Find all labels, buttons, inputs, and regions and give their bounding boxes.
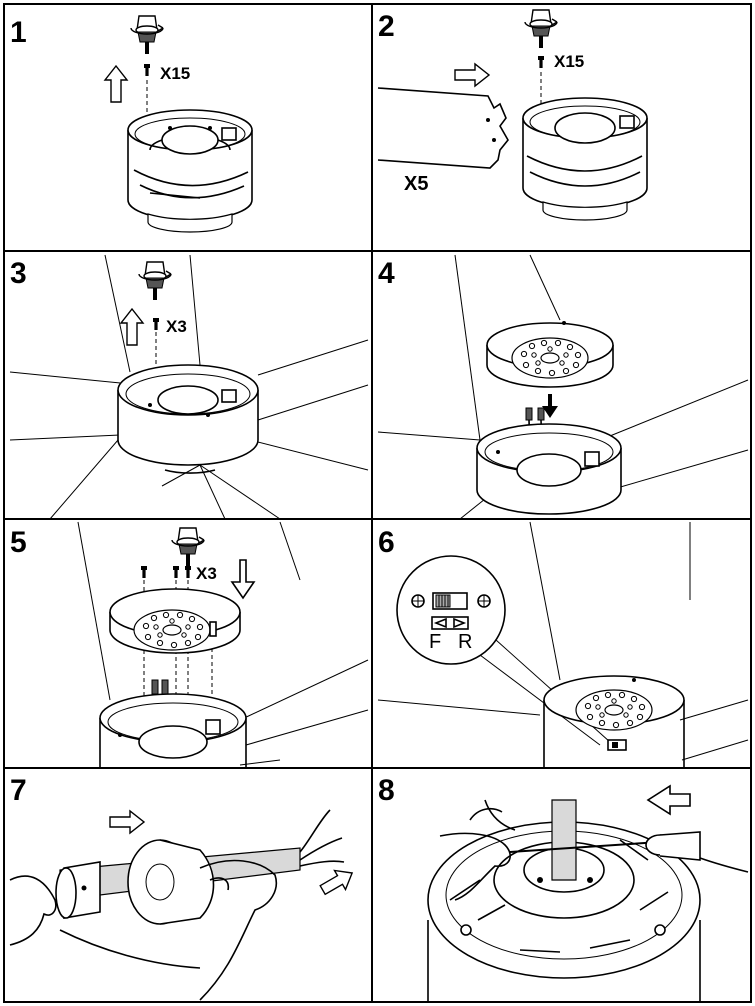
motor-housing: [99, 693, 247, 768]
forward-label: F: [429, 631, 441, 653]
screw-quantity-label: X15: [160, 64, 190, 83]
screwdriver-icon: [171, 527, 205, 567]
step-3-number: 3: [10, 257, 27, 290]
screw-icon: [141, 566, 147, 578]
step-8-panel: 8: [378, 774, 749, 1002]
step-2-panel: 2 X15 X5: [377, 9, 648, 221]
hand-icon: [9, 859, 277, 1001]
step-7-panel: 7: [9, 774, 359, 1001]
reverse-label: R: [458, 631, 472, 653]
screw-head-icon: [411, 594, 425, 608]
up-arrow-icon: [104, 65, 128, 103]
step-1-panel: 1 X15: [10, 15, 253, 233]
step-1-number: 1: [10, 16, 27, 49]
screw-icon: [538, 56, 544, 68]
screwdriver-icon: [524, 9, 558, 49]
right-arrow-icon: [109, 810, 145, 834]
step-2-number: 2: [378, 10, 395, 43]
motor-housing: [522, 97, 648, 221]
ball-mount: [55, 861, 101, 919]
wire-bundle: [299, 809, 345, 867]
motor-housing: [127, 109, 253, 233]
pin-tool: [509, 831, 701, 861]
downrod: [551, 799, 577, 881]
step-5-panel: 5 X3: [10, 521, 369, 768]
screw-icon: [153, 318, 159, 330]
fan-blade: [377, 87, 509, 169]
screw-quantity-label: X3: [166, 317, 187, 336]
screwdriver-icon: [130, 15, 164, 55]
switch-cover: [486, 321, 614, 388]
step-5-number: 5: [10, 526, 27, 559]
screw-icon: [185, 566, 191, 578]
switch-cover: [109, 588, 241, 654]
step-8-number: 8: [378, 774, 395, 807]
screwdriver-icon: [138, 261, 172, 301]
fan-blades: [377, 521, 749, 761]
step-6-number: 6: [378, 526, 395, 559]
screw-icon: [144, 64, 150, 76]
fan-blades: [9, 254, 369, 520]
step-7-number: 7: [10, 774, 27, 807]
screw-quantity-label: X15: [554, 52, 584, 71]
step-4-number: 4: [378, 257, 395, 290]
screw-icon: [173, 566, 179, 578]
step-6-panel: 6: [377, 521, 749, 768]
right-arrow-icon: [316, 862, 359, 901]
fan-blades: [377, 254, 749, 520]
canopy: [127, 839, 215, 925]
direction-arrows-icon: [431, 616, 469, 630]
panel-grid: [3, 3, 752, 1003]
down-arrow-icon: [230, 559, 256, 600]
reverse-switch-icon: [432, 592, 468, 610]
left-arrow-icon: [646, 784, 691, 816]
motor-housing: [543, 675, 685, 768]
step-3-panel: 3 X3: [9, 254, 369, 520]
down-arrow-icon: [542, 394, 558, 418]
blade-quantity-label: X5: [404, 173, 428, 195]
motor-housing: [117, 364, 259, 474]
fan-blades: [77, 521, 369, 766]
screw-head-icon: [477, 594, 491, 608]
right-arrow-icon: [454, 63, 490, 87]
hand-icon: [439, 799, 749, 901]
up-arrow-icon: [120, 308, 144, 346]
step-4-panel: 4: [377, 254, 749, 520]
motor-housing: [476, 423, 622, 515]
switch-callout: F R: [396, 555, 611, 746]
screw-quantity-label: X3: [196, 564, 217, 583]
